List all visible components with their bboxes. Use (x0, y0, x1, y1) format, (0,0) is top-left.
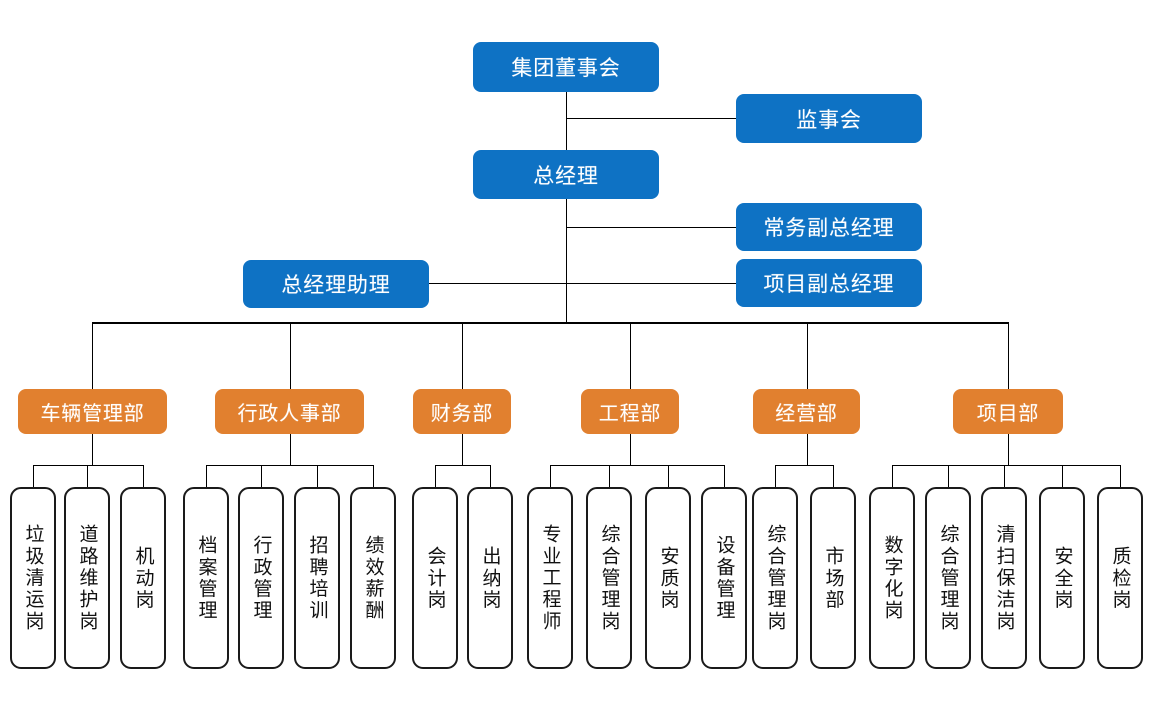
dept-drop-5 (1008, 322, 1009, 389)
dept-drop-1 (290, 322, 291, 389)
dept-stem-1 (290, 434, 291, 465)
department-node-4[interactable]: 经营部 (753, 389, 860, 434)
department-node-3[interactable]: 工程部 (581, 389, 679, 434)
sub-bus-4 (775, 465, 833, 466)
dept-stem-0 (92, 434, 93, 465)
gm-to-project-deputy (566, 283, 736, 284)
dept-stem-5 (1008, 434, 1009, 465)
dept-drop-2 (462, 322, 463, 389)
exec-node-board[interactable]: 集团董事会 (473, 42, 659, 92)
sub-bus-0 (33, 465, 143, 466)
position-node-5-1[interactable]: 综合管理岗 (925, 487, 971, 669)
leaf-stem-10 (609, 465, 610, 487)
board-to-gm (566, 92, 567, 150)
department-bus (92, 322, 1009, 324)
position-node-4-1[interactable]: 市场部 (810, 487, 856, 669)
leaf-stem-2 (143, 465, 144, 487)
dept-stem-2 (462, 434, 463, 465)
dept-drop-0 (92, 322, 93, 389)
sub-bus-3 (550, 465, 724, 466)
leaf-stem-0 (33, 465, 34, 487)
exec-node-executive-deputy-gm[interactable]: 常务副总经理 (736, 203, 922, 251)
leaf-stem-15 (892, 465, 893, 487)
leaf-stem-19 (1120, 465, 1121, 487)
position-node-2-1[interactable]: 出纳岗 (467, 487, 513, 669)
department-node-0[interactable]: 车辆管理部 (18, 389, 167, 434)
sub-bus-5 (892, 465, 1120, 466)
leaf-stem-3 (206, 465, 207, 487)
position-node-4-0[interactable]: 综合管理岗 (752, 487, 798, 669)
position-node-5-2[interactable]: 清扫保洁岗 (981, 487, 1027, 669)
position-node-5-4[interactable]: 质检岗 (1097, 487, 1143, 669)
dept-drop-3 (630, 322, 631, 389)
position-node-1-0[interactable]: 档案管理 (183, 487, 229, 669)
leaf-stem-12 (724, 465, 725, 487)
department-node-1[interactable]: 行政人事部 (215, 389, 364, 434)
position-node-1-1[interactable]: 行政管理 (238, 487, 284, 669)
leaf-stem-9 (550, 465, 551, 487)
position-node-5-0[interactable]: 数字化岗 (869, 487, 915, 669)
leaf-stem-6 (373, 465, 374, 487)
leaf-stem-17 (1004, 465, 1005, 487)
position-node-5-3[interactable]: 安全岗 (1039, 487, 1085, 669)
department-node-2[interactable]: 财务部 (413, 389, 511, 434)
leaf-stem-4 (261, 465, 262, 487)
department-node-5[interactable]: 项目部 (953, 389, 1063, 434)
board-to-supervisory (566, 118, 736, 119)
position-node-3-1[interactable]: 综合管理岗 (586, 487, 632, 669)
position-node-2-0[interactable]: 会计岗 (412, 487, 458, 669)
leaf-stem-16 (948, 465, 949, 487)
exec-node-project-deputy-gm[interactable]: 项目副总经理 (736, 259, 922, 307)
dept-stem-4 (807, 434, 808, 465)
position-node-1-3[interactable]: 绩效薪酬 (350, 487, 396, 669)
position-node-3-2[interactable]: 安质岗 (645, 487, 691, 669)
leaf-stem-13 (775, 465, 776, 487)
gm-trunk (566, 199, 567, 323)
exec-node-general-manager[interactable]: 总经理 (473, 150, 659, 199)
leaf-stem-5 (317, 465, 318, 487)
leaf-stem-1 (87, 465, 88, 487)
position-node-3-0[interactable]: 专业工程师 (527, 487, 573, 669)
sub-bus-2 (435, 465, 490, 466)
exec-node-supervisory-board[interactable]: 监事会 (736, 94, 922, 143)
leaf-stem-7 (435, 465, 436, 487)
leaf-stem-8 (490, 465, 491, 487)
exec-node-gm-assistant[interactable]: 总经理助理 (243, 260, 429, 308)
leaf-stem-14 (833, 465, 834, 487)
position-node-0-0[interactable]: 垃圾清运岗 (10, 487, 56, 669)
sub-bus-1 (206, 465, 373, 466)
leaf-stem-11 (668, 465, 669, 487)
position-node-0-2[interactable]: 机动岗 (120, 487, 166, 669)
position-node-3-3[interactable]: 设备管理 (701, 487, 747, 669)
position-node-0-1[interactable]: 道路维护岗 (64, 487, 110, 669)
position-node-1-2[interactable]: 招聘培训 (294, 487, 340, 669)
leaf-stem-18 (1062, 465, 1063, 487)
gm-to-assistant (429, 283, 566, 284)
gm-to-exec-deputy (566, 227, 736, 228)
dept-drop-4 (807, 322, 808, 389)
dept-stem-3 (630, 434, 631, 465)
